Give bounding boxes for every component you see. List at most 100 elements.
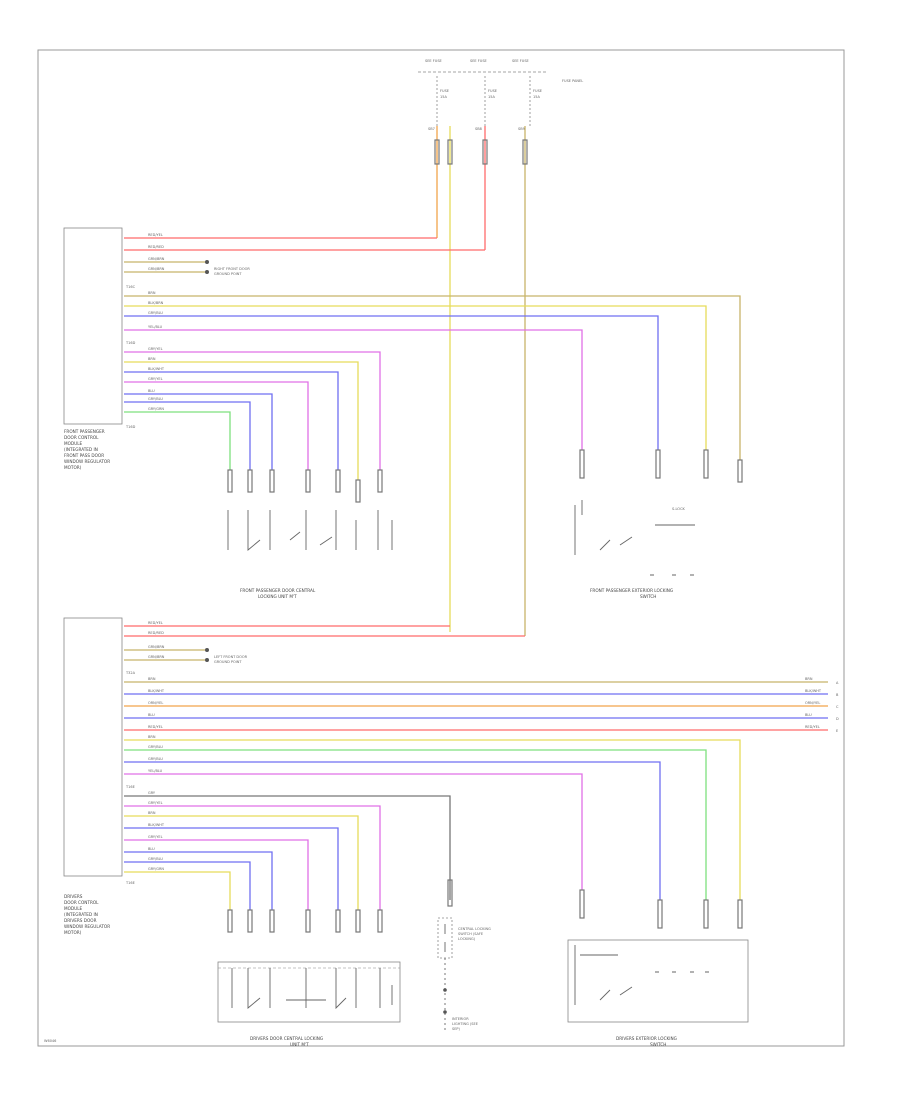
svg-text:T16D: T16D [125,341,136,345]
svg-text:BRN: BRN [148,677,156,681]
svg-text:GRY/BLU: GRY/BLU [148,745,163,749]
driver-lock-unit: DRIVERS DOOR CENTRAL LOCKING UNIT M'T [217,909,401,1047]
front-ground-note: RIGHT FRONT DOOR [214,267,250,271]
page-frame [37,49,845,1047]
svg-text:WINDOW REGULATOR: WINDOW REGULATOR [64,459,110,464]
svg-text:FRONT PASS DOOR: FRONT PASS DOOR [64,453,104,458]
svg-text:BLK/WHT: BLK/WHT [148,367,165,371]
fuse-2-rating: 15A [488,95,495,99]
fuse-panel-label: FUSE PANEL [562,79,583,83]
svg-text:GRY: GRY [148,791,156,795]
driver-switch-wires: T16E GRY GRY/YEL BRN BLK/WHT GRY/YEL BLU… [124,785,451,910]
fuse-feeds [434,126,528,636]
svg-text:LIGHTING (SEE: LIGHTING (SEE [452,1022,478,1026]
driver-power-wires: RED/YEL RED/RED GRN/BRN GRN/BRN LEFT FRO… [124,621,525,664]
front-lock-wires: T16C BRN BLK/BRN GRY/BLU YEL/BLU [124,285,741,460]
svg-text:BRN: BRN [148,357,156,361]
svg-text:UNIT M'T: UNIT M'T [290,1042,309,1047]
central-locking-switch: CENTRAL LOCKING SWITCH (SAFE LOCKING) IN… [437,879,491,1031]
svg-text:BLU: BLU [148,389,155,393]
svg-text:SEE FUSE: SEE FUSE [470,59,487,63]
svg-text:SWITCH: SWITCH [640,594,656,599]
svg-text:GRN/BRN: GRN/BRN [148,257,165,261]
fuse-1-label: FUSE [440,89,449,93]
svg-text:MODULE: MODULE [64,441,83,446]
front-lock-unit-title: FRONT PASSENGER DOOR CENTRAL [240,588,316,593]
svg-text:GRY/YEL: GRY/YEL [148,835,163,839]
svg-text:S-LOCK: S-LOCK [672,507,686,511]
svg-text:B: B [836,693,839,697]
svg-text:MOTOR): MOTOR) [64,930,82,935]
svg-text:BRN: BRN [148,291,156,295]
svg-text:T16E: T16E [125,881,135,885]
driver-exterior-switch: DRIVERS EXTERIOR LOCKING SWITCH [567,889,749,1047]
svg-text:SWITCH (SAFE: SWITCH (SAFE [458,932,483,936]
svg-text:GRY/YEL: GRY/YEL [148,377,163,381]
svg-text:LOCKING UNIT M'T: LOCKING UNIT M'T [258,594,297,599]
svg-text:SB8: SB8 [475,127,482,131]
svg-text:GRY/BLU: GRY/BLU [148,311,163,315]
front-module-name: FRONT PASSENGER DOOR CONTROL MODULE (INT… [64,429,110,470]
svg-text:RED/YEL: RED/YEL [148,233,163,237]
fuse-1: FUSE 15A [436,76,449,126]
front-lock-unit: FRONT PASSENGER DOOR CENTRAL LOCKING UNI… [227,469,393,599]
svg-text:BLU: BLU [148,713,155,717]
svg-text:BLK/WHT: BLK/WHT [805,689,822,693]
svg-text:D: D [836,717,839,721]
svg-text:LOCKING): LOCKING) [458,937,476,941]
svg-text:YEL/BLU: YEL/BLU [148,769,163,773]
svg-text:FRONT PASSENGER: FRONT PASSENGER [64,429,105,434]
svg-text:GRY/YEL: GRY/YEL [148,347,163,351]
svg-text:GRY/BLU: GRY/BLU [148,397,163,401]
fuse-3-label: FUSE [533,89,542,93]
svg-text:SEP): SEP) [452,1027,461,1031]
svg-text:(INTEGRATED IN: (INTEGRATED IN [64,912,98,917]
driver-ground-note: LEFT FRONT DOOR [214,655,248,659]
svg-text:BRN: BRN [805,677,813,681]
svg-text:DRIVERS: DRIVERS [64,894,83,899]
svg-text:DOOR CONTROL: DOOR CONTROL [64,435,99,440]
svg-text:BRN: BRN [148,811,156,815]
driver-lock-unit-title: DRIVERS DOOR CENTRAL LOCKING [250,1036,323,1041]
svg-text:GRY/GRN: GRY/GRN [148,867,164,871]
driver-bus-wires: T32A BRN BLK/WHT ORN/YEL BLU RED/YEL BRN… [124,671,839,733]
svg-text:RED/YEL: RED/YEL [805,725,820,729]
fuse-3-rating: 15A [533,95,540,99]
svg-text:E: E [836,729,838,733]
svg-text:A: A [836,681,839,685]
driver-lock-wires: BRN GRY/BLU GRY/BLU YEL/BLU [124,735,741,900]
fuse-1-rating: 15A [440,95,447,99]
svg-text:GRY/BLU: GRY/BLU [148,857,163,861]
svg-text:BLU: BLU [148,847,155,851]
svg-text:MODULE: MODULE [64,906,83,911]
page-code: W6046 [44,1039,56,1043]
svg-text:WINDOW REGULATOR: WINDOW REGULATOR [64,924,110,929]
front-exterior-switch: S-LOCK FRONT PASSENGER EXTERIOR LOCKING … [574,449,743,599]
fuse-block: SEE FUSE SEE FUSE SEE FUSE FUSE 15A FUSE… [418,59,583,131]
svg-text:BLK/WHT: BLK/WHT [148,689,165,693]
svg-text:RED/YEL: RED/YEL [148,725,163,729]
svg-text:GRN/BRN: GRN/BRN [148,267,165,271]
svg-text:MOTOR): MOTOR) [64,465,82,470]
svg-text:RED/RED: RED/RED [148,631,164,635]
svg-text:C: C [836,705,839,709]
svg-text:RED/RED: RED/RED [148,245,164,249]
front-power-wires: RED/YEL RED/RED GRN/BRN GRN/BRN RIGHT FR… [124,233,485,276]
svg-text:(INTEGRATED IN: (INTEGRATED IN [64,447,98,452]
fuse-3: FUSE 15A [529,76,542,126]
svg-text:SWITCH: SWITCH [650,1042,666,1047]
svg-text:SB9: SB9 [518,127,525,131]
svg-text:T32A: T32A [125,671,136,675]
driver-module: DRIVERS DOOR CONTROL MODULE (INTEGRATED … [63,617,123,935]
svg-text:SEE FUSE: SEE FUSE [512,59,529,63]
svg-text:RED/YEL: RED/YEL [148,621,163,625]
svg-text:GROUND POINT: GROUND POINT [214,272,242,276]
fuse-2-label: FUSE [488,89,497,93]
fuse-2: FUSE 15A [484,76,497,126]
svg-text:BLK/WHT: BLK/WHT [148,823,165,827]
driver-ext-switch-title: DRIVERS EXTERIOR LOCKING [616,1036,677,1041]
svg-text:DOOR CONTROL: DOOR CONTROL [64,900,99,905]
driver-module-name: DRIVERS DOOR CONTROL MODULE (INTEGRATED … [64,894,110,935]
svg-text:GRY/YEL: GRY/YEL [148,801,163,805]
